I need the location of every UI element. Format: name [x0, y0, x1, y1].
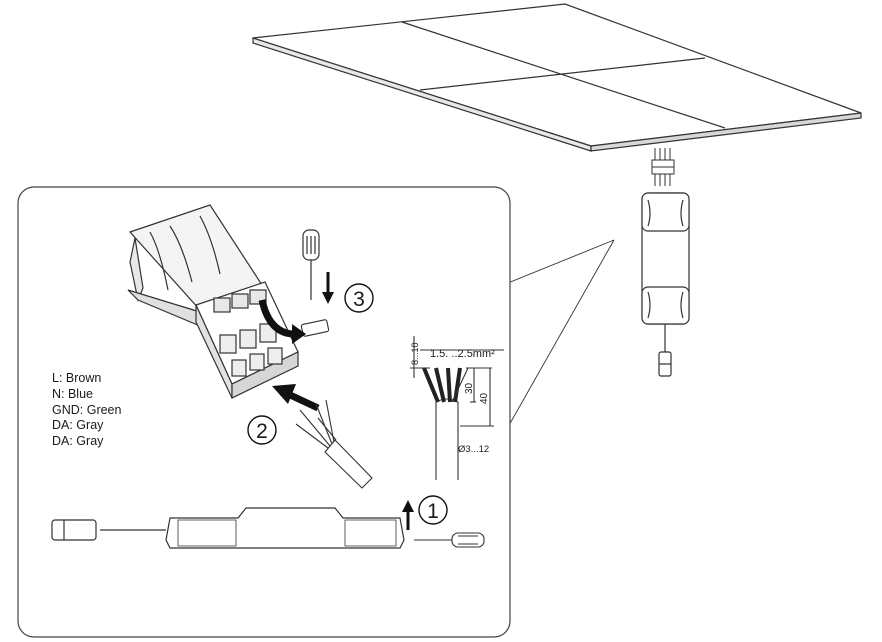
legend-line: N: Blue [52, 386, 93, 401]
step-2-marker: 2 [247, 415, 277, 445]
strain-relief-clamp [300, 319, 330, 337]
terminal-block [127, 204, 299, 399]
strip-length-label: 8...10 [410, 342, 420, 365]
strip-dimension-drawing [410, 336, 504, 480]
legend-line: L: Brown [52, 371, 102, 385]
inner-length-label: 30 [464, 382, 475, 394]
insert-arrow [272, 384, 320, 412]
wire-color-legend: L: Brown N: Blue GND: Green DA: Gray DA:… [52, 371, 121, 450]
step-3-marker: 3 [344, 283, 374, 313]
svg-text:3: 3 [353, 288, 365, 311]
panel-cable [651, 148, 675, 186]
led-driver-unit [641, 192, 690, 377]
legend-line: DA: Gray [52, 418, 104, 433]
led-panel [252, 3, 862, 152]
driver-horizontal [51, 507, 405, 549]
stripped-cable [295, 399, 373, 489]
step-1-marker: 1 [418, 495, 448, 525]
rotate-arrow-head [292, 324, 306, 344]
legend-line: GND: Green [52, 402, 122, 417]
callout-lines [507, 239, 615, 428]
outer-length-label: 40 [479, 392, 490, 404]
cable-diameter-label: Ø3...12 [458, 444, 489, 455]
down-arrow-icon [322, 272, 334, 304]
up-arrow-icon [402, 500, 414, 530]
legend-line: DA: Gray [52, 434, 104, 449]
screwdriver-small [414, 532, 485, 548]
svg-text:2: 2 [256, 420, 268, 443]
wire-cross-section-label: 1.5. ..2.5mm² [430, 348, 495, 360]
svg-text:1: 1 [427, 500, 439, 523]
screwdriver-top [302, 229, 320, 300]
